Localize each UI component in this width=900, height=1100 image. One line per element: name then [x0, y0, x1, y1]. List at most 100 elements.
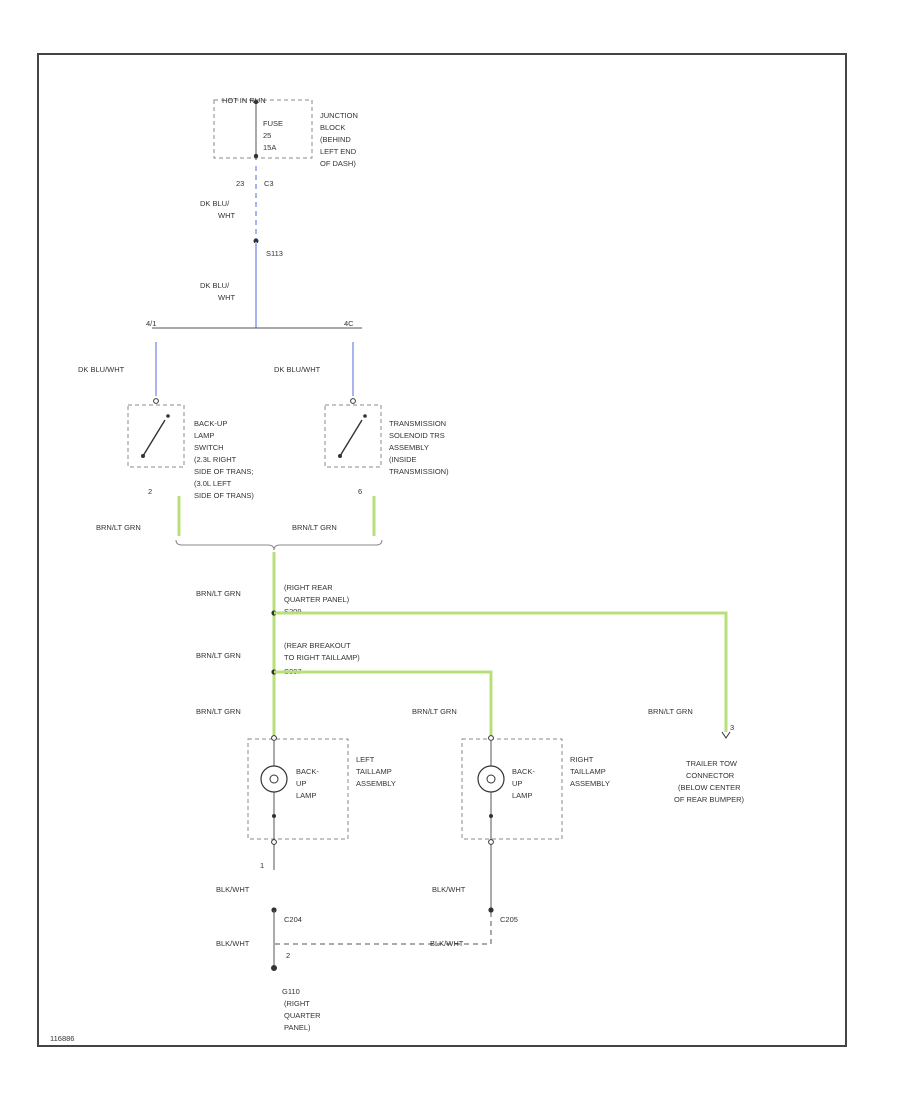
right-lamp-text-1: BACK- [512, 767, 535, 776]
right-assy-text-3: ASSEMBLY [570, 779, 610, 788]
branch-pin-right: 4C [344, 319, 354, 328]
left-assy-text-1: LEFT [356, 755, 375, 764]
trailer-tow-connector: BRN/LT GRN 3 TRAILER TOW CONNECTOR (BELO… [648, 707, 745, 804]
left-lamp-terminal-top [271, 735, 277, 741]
switch-right-label-1: TRANSMISSION [389, 419, 446, 428]
junction-block: HOT IN RUN FUSE 25 15A JUNCTION BLOCK (B… [213, 96, 358, 188]
fuse-rating: 15A [263, 143, 276, 152]
right-lamp-terminal-top [488, 735, 494, 741]
switch-left-label-7: SIDE OF TRANS) [194, 491, 254, 500]
branch-bar: 4/1 4C [146, 319, 362, 396]
junction-block-label-2: BLOCK [320, 123, 345, 132]
right-lamp-terminal-bottom [488, 839, 494, 845]
switch-left-contact [166, 414, 170, 418]
c204-label: C204 [284, 915, 302, 924]
splice-s307-loc-2: TO RIGHT TAILLAMP) [284, 653, 360, 662]
trunk-wire-label-2: BRN/LT GRN [196, 651, 241, 660]
left-lamp-text-3: LAMP [296, 791, 316, 800]
trailer-pin: 3 [730, 723, 734, 732]
c205-label: C205 [500, 915, 518, 924]
splice-s209-loc-2: QUARTER PANEL) [284, 595, 350, 604]
either-or-brace [175, 539, 383, 551]
fuse-terminal-bottom [253, 153, 259, 159]
trunk-wiring: BRN/LT GRN (RIGHT REAR QUARTER PANEL) S2… [196, 552, 728, 736]
switch-right-label-2: SOLENOID TRS [389, 431, 445, 440]
ground-pin: 2 [286, 951, 290, 960]
switch-right-label-4: (INSIDE [389, 455, 417, 464]
right-lamp-wire-label: BRN/LT GRN [412, 707, 457, 716]
ground-circuit: BLK/WHT C204 BLK/WHT C205 BLK/WHT BLK/WH… [216, 885, 518, 1032]
fuse-pin-right: C3 [264, 179, 274, 188]
trailer-text-3: (BELOW CENTER [678, 783, 741, 792]
trailer-text-2: CONNECTOR [686, 771, 735, 780]
ground-id-1: G110 [282, 987, 300, 996]
right-assy-text-1: RIGHT [570, 755, 594, 764]
switch-left-outline [127, 404, 185, 468]
ground-id-3: QUARTER [284, 1011, 321, 1020]
junction-block-label-4: LEFT END [320, 147, 357, 156]
ground-id-2: (RIGHT [284, 999, 310, 1008]
splice-s113-label: S113 [266, 249, 283, 258]
right-lamp-ground-dot [489, 814, 493, 818]
switch-right-pin: 6 [358, 487, 362, 496]
switch-left-label-5: SIDE OF TRANS; [194, 467, 253, 476]
trailer-text-1: TRAILER TOW [686, 759, 738, 768]
switch-left-terminal-top [153, 398, 159, 404]
bulb-icon-left [260, 765, 288, 793]
left-ground-wire-label: BLK/WHT [216, 885, 250, 894]
trunk-wire-label-1: BRN/LT GRN [196, 589, 241, 598]
left-assy-text-2: TAILLAMP [356, 767, 392, 776]
switch-right-blade [339, 419, 363, 457]
switch-right-label-5: TRANSMISSION) [389, 467, 449, 476]
right-taillamp-assembly: BRN/LT GRN BACK- UP LAMP RIGHT TAILLAMP … [412, 707, 610, 910]
right-lamp-text-2: UP [512, 779, 522, 788]
switch-left-label-3: SWITCH [194, 443, 224, 452]
switch-right-terminal-top [350, 398, 356, 404]
junction-block-label-5: OF DASH) [320, 159, 356, 168]
bulb-icon-right [477, 765, 505, 793]
wire-label-top-2b: WHT [218, 293, 235, 302]
junction-block-outline [213, 99, 313, 159]
c205-dot [488, 907, 494, 913]
switch-right-label-3: ASSEMBLY [389, 443, 429, 452]
right-lamp-text-3: LAMP [512, 791, 532, 800]
fuse-label: FUSE [263, 119, 283, 128]
switch-right-out-wire: BRN/LT GRN [292, 523, 337, 532]
fuse-terminal-top [253, 99, 259, 105]
junction-block-label-1: JUNCTION [320, 111, 358, 120]
hot-in-run-label: HOT IN RUN [222, 96, 266, 105]
switch-left-wire-label: DK BLU/WHT [78, 365, 125, 374]
wire-label-top-1: DK BLU/ [200, 199, 230, 208]
right-lamp-outline [461, 738, 563, 840]
branch-pin-left: 4/1 [146, 319, 156, 328]
left-lamp-outline [247, 738, 349, 840]
left-lamp-wire-label: BRN/LT GRN [196, 707, 241, 716]
transmission-solenoid-assembly: DK BLU/WHT TRANSMISSION SOLENOID TRS ASS… [274, 365, 449, 536]
switch-left-label-1: BACK-UP [194, 419, 227, 428]
switch-right-outline [324, 404, 382, 468]
bulb-filament-left [269, 774, 279, 784]
left-lamp-text-1: BACK- [296, 767, 319, 776]
switch-left-blade [142, 419, 166, 457]
fuse-pin-left: 23 [236, 179, 244, 188]
wire-label-top-1b: WHT [218, 211, 235, 220]
splice-s209-loc-1: (RIGHT REAR [284, 583, 333, 592]
left-lamp-text-2: UP [296, 779, 306, 788]
switch-left-label-2: LAMP [194, 431, 214, 440]
switch-left-label-6: (3.0L LEFT [194, 479, 232, 488]
connector-arrow-icon [721, 731, 731, 739]
bulb-filament-right [486, 774, 496, 784]
left-assy-text-3: ASSEMBLY [356, 779, 396, 788]
trailer-wire-label: BRN/LT GRN [648, 707, 693, 716]
splice-s113-dot [253, 238, 259, 244]
ground-point-icon [271, 965, 277, 971]
fuse-number: 25 [263, 131, 271, 140]
diagram-frame [37, 53, 847, 1047]
backup-lamp-switch: DK BLU/WHT BACK-UP LAMP SWITCH (2.3L RIG… [78, 365, 254, 536]
green-wire-to-right-lamp [274, 670, 493, 736]
right-assy-text-2: TAILLAMP [570, 767, 606, 776]
left-lamp-terminal-bottom [271, 839, 277, 845]
switch-left-pin: 2 [148, 487, 152, 496]
left-lamp-ground-dot [272, 814, 276, 818]
